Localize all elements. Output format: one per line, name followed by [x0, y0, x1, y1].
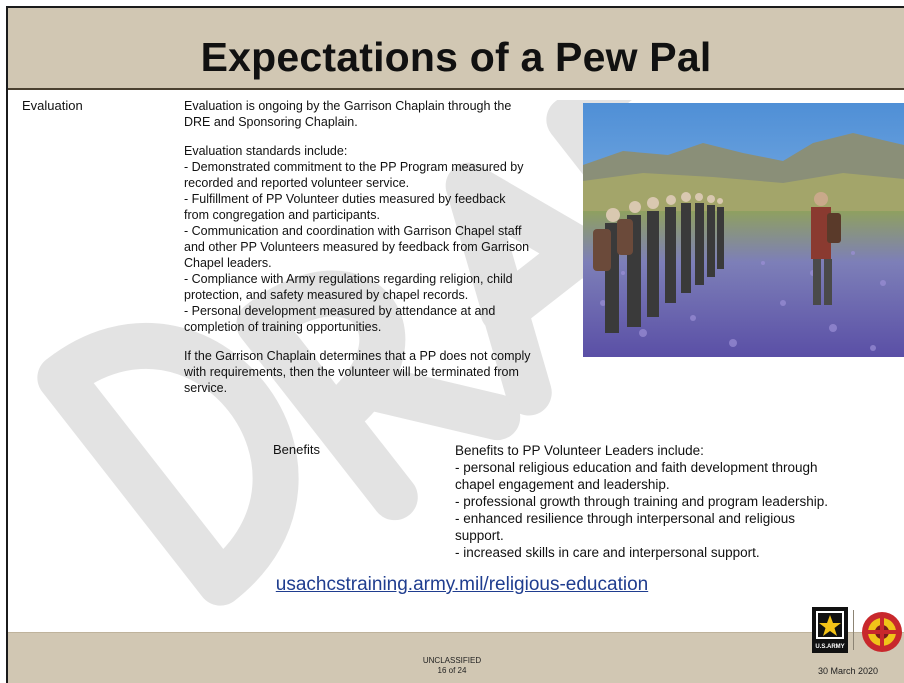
text-line: - Compliance with Army regulations regar… [184, 272, 513, 286]
army-logo-text: U.S.ARMY [815, 644, 844, 650]
text-line: and other PP Volunteers measured by feed… [184, 240, 530, 254]
title-bar: Expectations of a Pew Pal [8, 8, 904, 90]
text-line: Evaluation is ongoing by the Garrison Ch… [184, 99, 512, 113]
text-line: - increased skills in care and interpers… [455, 545, 760, 560]
text-line: - Communication and coordination with Ga… [184, 224, 522, 238]
evaluation-text: Evaluation is ongoing by the Garrison Ch… [184, 98, 576, 409]
classification-text: UNCLASSIFIED [422, 656, 482, 665]
evaluation-label: Evaluation [22, 98, 83, 113]
evaluation-intro: Evaluation is ongoing by the Garrison Ch… [184, 98, 576, 130]
text-line: Evaluation standards include: [184, 144, 348, 158]
evaluation-closing: If the Garrison Chaplain determines that… [184, 348, 576, 396]
slide-title: Expectations of a Pew Pal [200, 34, 712, 80]
text-line: recorded and reported volunteer service. [184, 176, 410, 190]
text-line: - enhanced resilience through interperso… [455, 511, 795, 526]
text-line: protection, and safety measured by chape… [184, 288, 469, 302]
text-line: - Personal development measured by atten… [184, 304, 496, 318]
us-army-star-logo: U.S.ARMY [812, 607, 848, 653]
text-line: support. [455, 528, 504, 543]
text-line: from congregation and participants. [184, 208, 380, 222]
text-line: with requirements, then the volunteer wi… [184, 365, 519, 379]
text-line: Benefits to PP Volunteer Leaders include… [455, 443, 704, 458]
chaplain-corps-crest-icon [862, 612, 902, 652]
text-line: - personal religious education and faith… [455, 460, 818, 475]
benefits-text: Benefits to PP Volunteer Leaders include… [455, 442, 900, 561]
text-line: If the Garrison Chaplain determines that… [184, 349, 531, 363]
page-indicator: 16 of 24 [437, 666, 467, 675]
slide-date: 30 March 2020 [818, 666, 879, 676]
religious-education-link[interactable]: usachcstraining.army.mil/religious-educa… [0, 574, 904, 596]
text-line: - professional growth through training a… [455, 494, 828, 509]
logo-divider [853, 610, 854, 650]
benefits-label: Benefits [273, 442, 320, 457]
text-line: - Fulfillment of PP Volunteer duties mea… [184, 192, 506, 206]
text-line: Chapel leaders. [184, 256, 272, 270]
footer-bar [8, 632, 904, 683]
link-text[interactable]: usachcstraining.army.mil/religious-educa… [275, 574, 649, 595]
classification-marking: UNCLASSIFIED 16 of 24 [0, 656, 904, 676]
text-line: service. [184, 381, 228, 395]
text-line: DRE and Sponsoring Chaplain. [184, 115, 358, 129]
text-line: completion of training opportunities. [184, 320, 382, 334]
hikers-photo [583, 103, 904, 357]
text-line: chapel engagement and leadership. [455, 477, 670, 492]
text-line: - Demonstrated commitment to the PP Prog… [184, 160, 524, 174]
evaluation-standards: Evaluation standards include: - Demonstr… [184, 143, 576, 335]
